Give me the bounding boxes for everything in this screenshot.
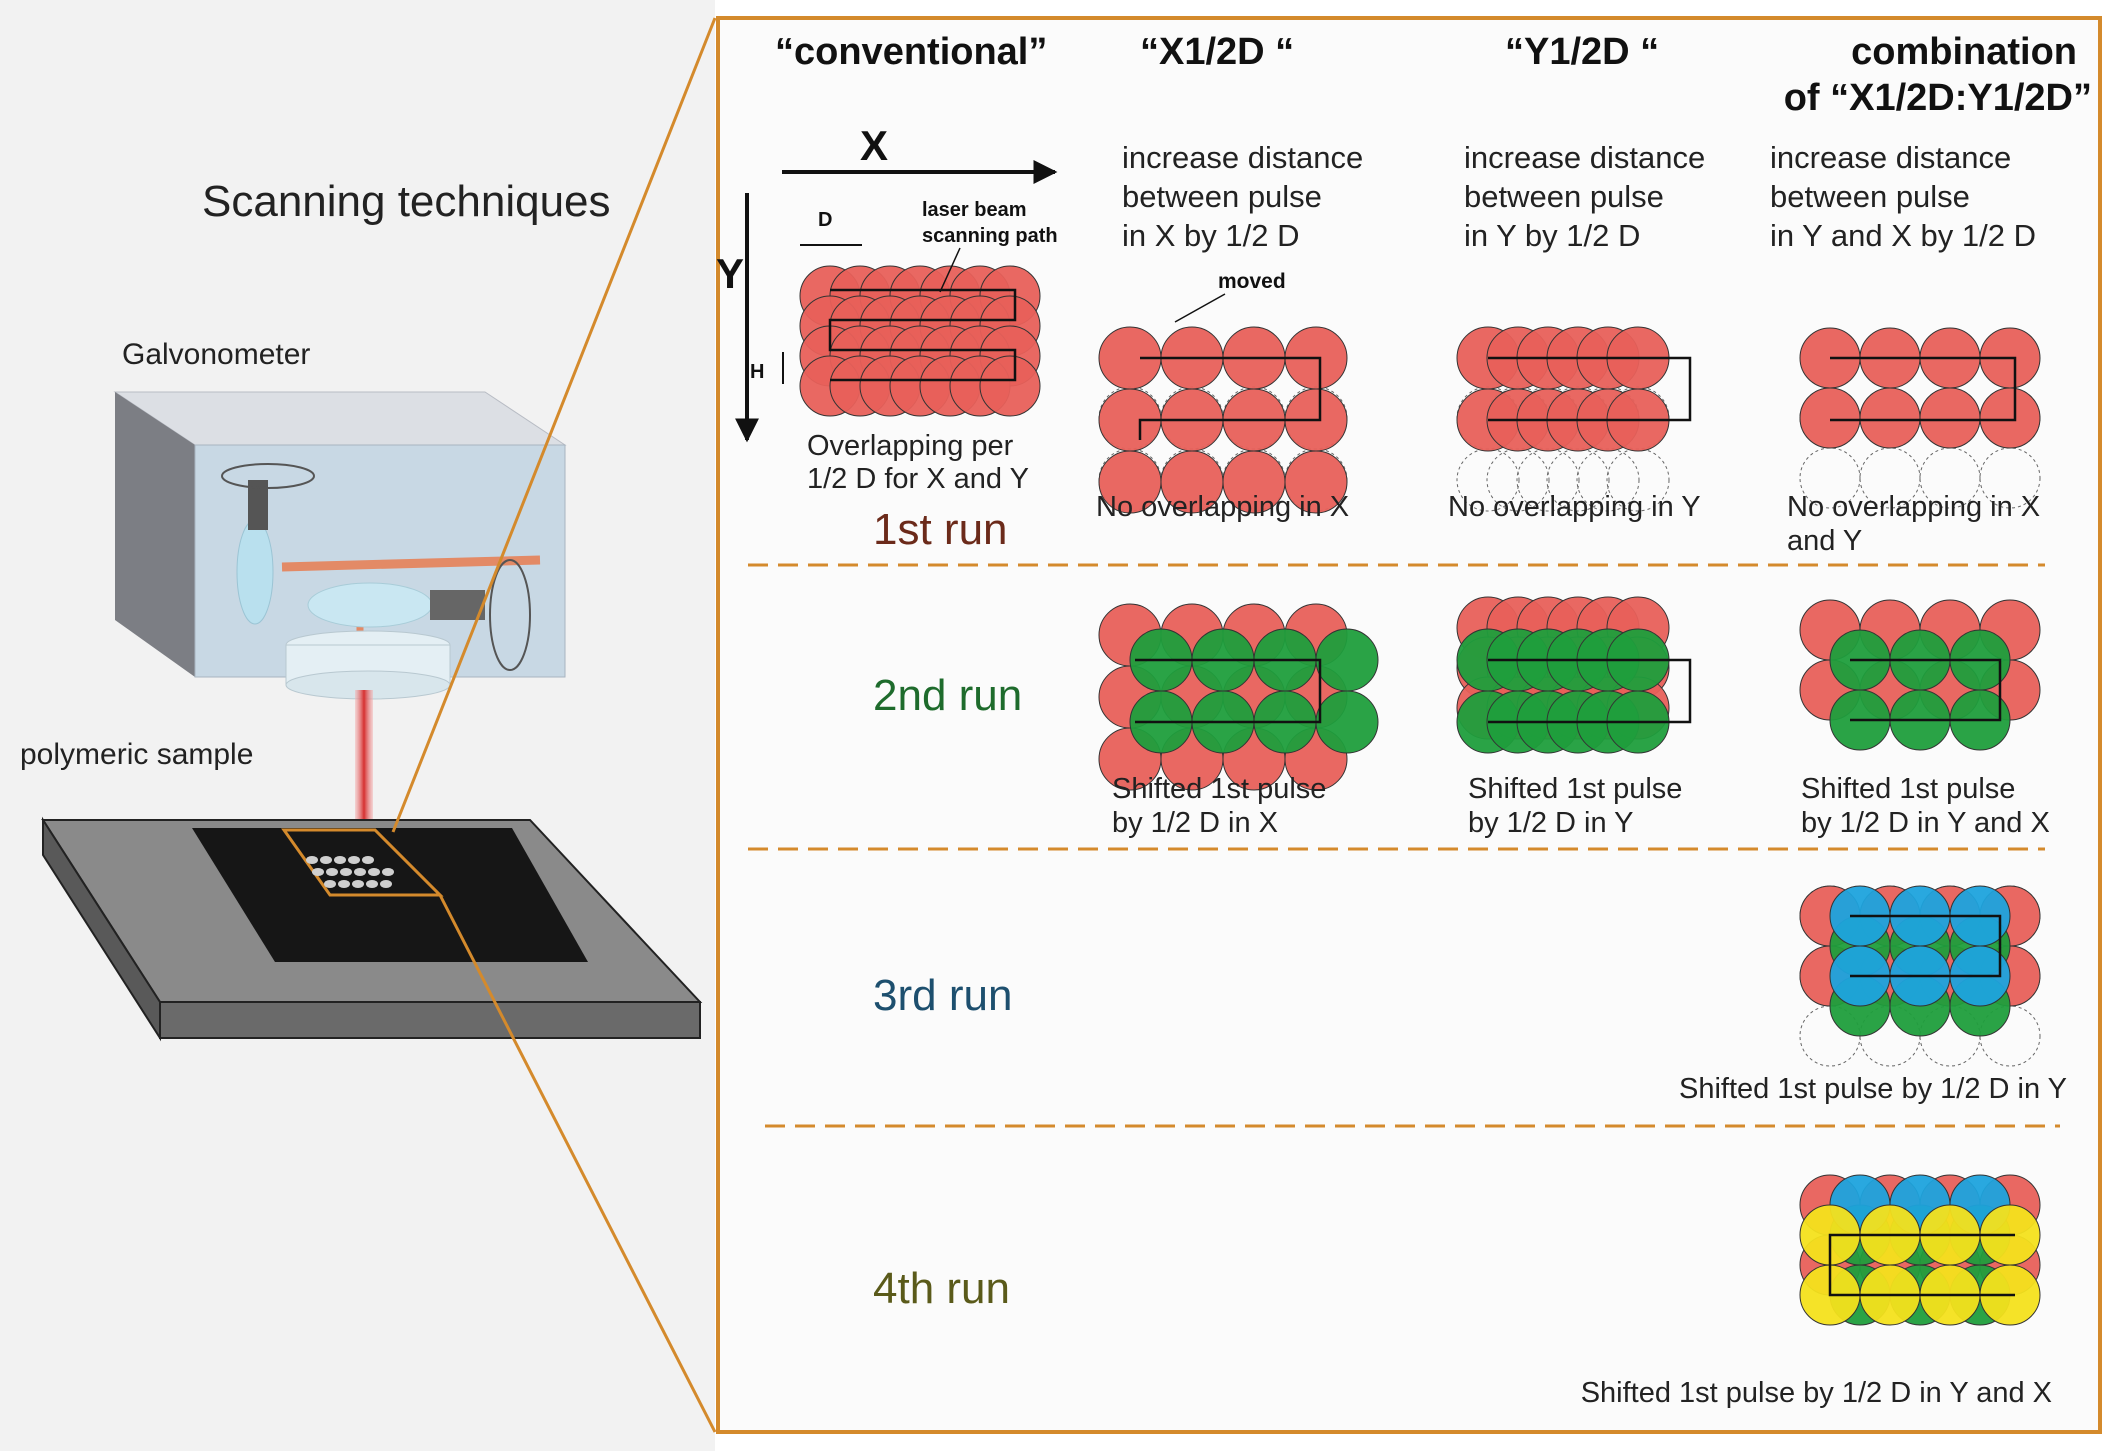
caption-run1-y: No overlapping in Y — [1448, 491, 1701, 523]
galvo-rotation-2 — [489, 559, 531, 671]
run-labels: 1st run 2nd run 3rd run 4th run — [873, 505, 1022, 1313]
desc-combo-2: between pulse — [1770, 179, 1970, 214]
galvo-rotation-1 — [221, 463, 315, 489]
desc-y-1: increase distance — [1464, 140, 1705, 175]
run-label-4: 4th run — [873, 1264, 1010, 1313]
pulse-outline — [1799, 447, 1861, 509]
scan-path — [1850, 658, 2002, 722]
pulse-outline — [1979, 1005, 2041, 1067]
galvo-inner-beam — [281, 555, 541, 572]
header-conventional: “conventional” — [775, 31, 1047, 73]
run2-x-pattern — [1098, 603, 1379, 791]
run1-y-pattern — [1456, 326, 1692, 512]
caption-run2-x-2: by 1/2 D in X — [1112, 807, 1278, 839]
scan-dots — [306, 856, 394, 888]
galvo-motor-2 — [430, 590, 485, 620]
desc-y-2: between pulse — [1464, 179, 1664, 214]
caption-run3-combo: Shifted 1st pulse by 1/2 D in Y — [1679, 1073, 2067, 1105]
header-combination-2: of “X1/2D:Y1/2D” — [1784, 77, 2092, 119]
desc-x-1: increase distance — [1122, 140, 1363, 175]
column-headers: “conventional” “X1/2D “ “Y1/2D “ combina… — [775, 31, 2092, 119]
x-axis-label: X — [860, 122, 888, 169]
conventional-annotations: D laser beam scanning path H — [750, 199, 1058, 384]
zoom-line-top — [391, 17, 717, 833]
galvonometer-label: Galvonometer — [122, 338, 310, 371]
galvo-motor-1 — [248, 480, 268, 530]
conventional-caption-1: Overlapping per — [807, 430, 1014, 462]
pulse-outline — [1859, 447, 1921, 509]
pattern-captions: No overlapping in X No overlapping in Y … — [1096, 491, 2067, 1409]
polymeric-sample-label: polymeric sample — [20, 738, 253, 771]
run-separators — [748, 563, 2060, 1128]
desc-x-3: in X by 1/2 D — [1122, 218, 1299, 253]
scan-path — [1138, 356, 1322, 440]
scan-path — [1135, 658, 1322, 724]
caption-run2-combo-2: by 1/2 D in Y and X — [1801, 807, 2050, 839]
run2-combo-pattern — [1799, 599, 2041, 751]
scan-path — [828, 288, 1017, 382]
y-axis-label: Y — [716, 250, 744, 297]
run3-combo-pattern — [1799, 885, 2041, 1067]
header-y-half: “Y1/2D “ — [1505, 31, 1659, 73]
moved-leader — [1174, 293, 1226, 323]
pulse-red — [1979, 387, 2041, 449]
path-label-1: laser beam — [922, 199, 1027, 221]
caption-run1-combo-2: and Y — [1787, 525, 1862, 557]
run2-y-pattern — [1456, 596, 1692, 754]
galvo-mirror-1 — [236, 519, 274, 625]
desc-combo-3: in Y and X by 1/2 D — [1770, 218, 2036, 253]
run-label-2: 2nd run — [873, 671, 1022, 720]
pulse-red — [1799, 387, 1861, 449]
pulse-red — [1284, 450, 1348, 514]
galvo-mirror-2 — [307, 582, 433, 628]
axes: X Y — [716, 122, 1058, 443]
column-descriptions: increase distance between pulse in X by … — [1122, 140, 2036, 253]
run-label-3: 3rd run — [873, 971, 1012, 1020]
path-leader — [939, 247, 961, 293]
platform-front-edge — [159, 1001, 701, 1039]
scan-path — [1488, 356, 1692, 422]
caption-run1-x: No overlapping in X — [1096, 491, 1349, 523]
path-label-2: scanning path — [922, 225, 1058, 247]
scan-path — [1828, 1233, 2015, 1297]
scan-path — [1830, 356, 2017, 422]
run1-combo-pattern — [1799, 327, 2041, 509]
pulse-green — [1315, 690, 1379, 754]
scan-path — [1488, 658, 1692, 724]
pulse-green — [1315, 628, 1379, 692]
laser-beam — [355, 690, 373, 856]
sample-platform — [41, 816, 703, 1042]
scan-path — [1850, 914, 2002, 978]
caption-run2-x-1: Shifted 1st pulse — [1112, 773, 1326, 805]
conventional-caption-2: 1/2 D for X and Y — [807, 463, 1029, 495]
header-combination-1: combination — [1851, 31, 2077, 73]
d-label: D — [818, 209, 832, 231]
caption-run2-y-2: by 1/2 D in Y — [1468, 807, 1634, 839]
run4-combo-pattern — [1799, 1174, 2041, 1326]
zoom-line-bottom — [438, 894, 717, 1433]
galvanometer — [113, 391, 567, 700]
conventional-pattern — [799, 265, 1041, 417]
caption-run2-y-1: Shifted 1st pulse — [1468, 773, 1682, 805]
caption-run2-combo-1: Shifted 1st pulse — [1801, 773, 2015, 805]
run1-x-pattern — [1098, 326, 1348, 514]
scanning-techniques-title: Scanning techniques — [202, 177, 611, 226]
pulse-outline — [1919, 447, 1981, 509]
run-label-1: 1st run — [873, 505, 1008, 554]
header-x-half: “X1/2D “ — [1140, 31, 1294, 73]
pulse-red — [1859, 387, 1921, 449]
desc-x-2: between pulse — [1122, 179, 1322, 214]
left-panel: Scanning techniques Galvonometer polymer… — [0, 0, 715, 1451]
caption-run4-combo: Shifted 1st pulse by 1/2 D in Y and X — [1581, 1377, 2052, 1409]
pulse-red — [979, 355, 1041, 417]
galvo-box-side — [115, 392, 195, 677]
moved-label: moved — [1218, 270, 1286, 293]
desc-combo-1: increase distance — [1770, 140, 2011, 175]
caption-run1-combo-1: No overlapping in X — [1787, 491, 2040, 523]
pulse-red — [1919, 387, 1981, 449]
desc-y-3: in Y by 1/2 D — [1464, 218, 1640, 253]
pulse-outline — [1979, 447, 2041, 509]
h-label: H — [750, 361, 764, 383]
